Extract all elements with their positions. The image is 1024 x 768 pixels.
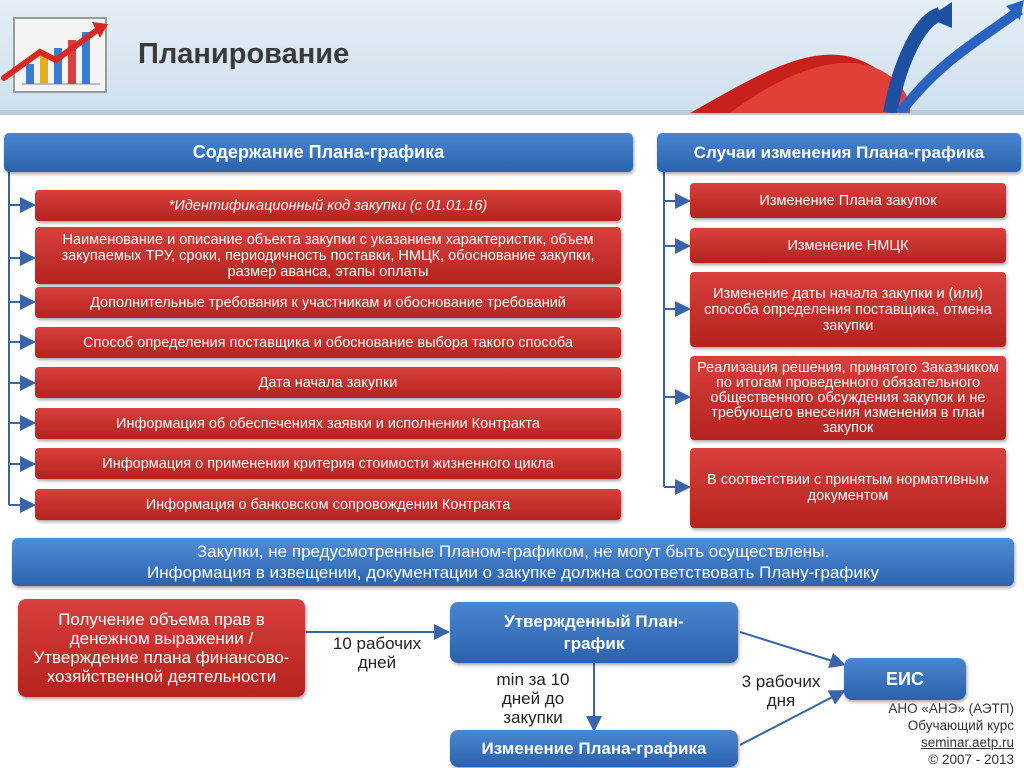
label-min-10-days: min за 10 дней до закупки — [478, 670, 588, 727]
left-item-security-info: Информация об обеспечениях заявки и испо… — [35, 408, 621, 439]
notice-banner: Закупки, не предусмотренные Планом-графи… — [12, 538, 1014, 586]
left-item-object-description: Наименование и описание объекта закупки … — [35, 227, 621, 284]
right-item-public-discussion: Реализация решения, принятого Заказчиком… — [690, 356, 1006, 440]
left-item-start-date: Дата начала закупки — [35, 367, 621, 398]
notice-line-2: Информация в извещении, документации о з… — [12, 562, 1014, 583]
page-title: Планирование — [138, 38, 349, 71]
left-item-lifecycle-criteria: Информация о применении критерия стоимос… — [35, 448, 621, 479]
right-panel-header: Случаи изменения Плана-графика — [657, 133, 1021, 172]
left-item-extra-requirements: Дополнительные требования к участникам и… — [35, 287, 621, 318]
growth-chart-icon — [0, 12, 112, 98]
flow-source-box: Получение объема прав в денежном выражен… — [18, 599, 305, 697]
label-10-days: 10 рабочих дней — [318, 634, 436, 672]
footer-org: АНО «АНЭ» (АЭТП) — [888, 700, 1014, 717]
footer-years: © 2007 - 2013 — [888, 751, 1014, 768]
left-item-id-code: *Идентификационный код закупки (с 01.01.… — [35, 190, 621, 221]
right-item-plan-change: Изменение Плана закупок — [690, 183, 1006, 218]
right-item-date-change: Изменение даты начала закупки и (или) сп… — [690, 272, 1006, 347]
footer-credits: АНО «АНЭ» (АЭТП) Обучающий курс seminar.… — [888, 700, 1014, 768]
notice-line-1: Закупки, не предусмотренные Планом-графи… — [12, 541, 1014, 562]
right-item-nmck-change: Изменение НМЦК — [690, 228, 1006, 263]
label-3-days: 3 рабочих дня — [726, 672, 836, 710]
footer-course: Обучающий курс — [888, 717, 1014, 734]
left-panel-header: Содержание Плана-графика — [4, 133, 633, 172]
approved-plan-box: Утвержденный План-график — [450, 602, 738, 663]
left-item-bank-support: Информация о банковском сопровождении Ко… — [35, 489, 621, 520]
right-item-normative-doc: В соответствии с принятым нормативным до… — [690, 448, 1006, 528]
footer-site-link[interactable]: seminar.aetp.ru — [888, 734, 1014, 751]
decorative-arrows-icon — [690, 0, 1024, 113]
left-item-supplier-method: Способ определения поставщика и обоснова… — [35, 327, 621, 358]
plan-change-box: Изменение Плана-графика — [450, 730, 738, 767]
eis-box: ЕИС — [844, 658, 966, 700]
